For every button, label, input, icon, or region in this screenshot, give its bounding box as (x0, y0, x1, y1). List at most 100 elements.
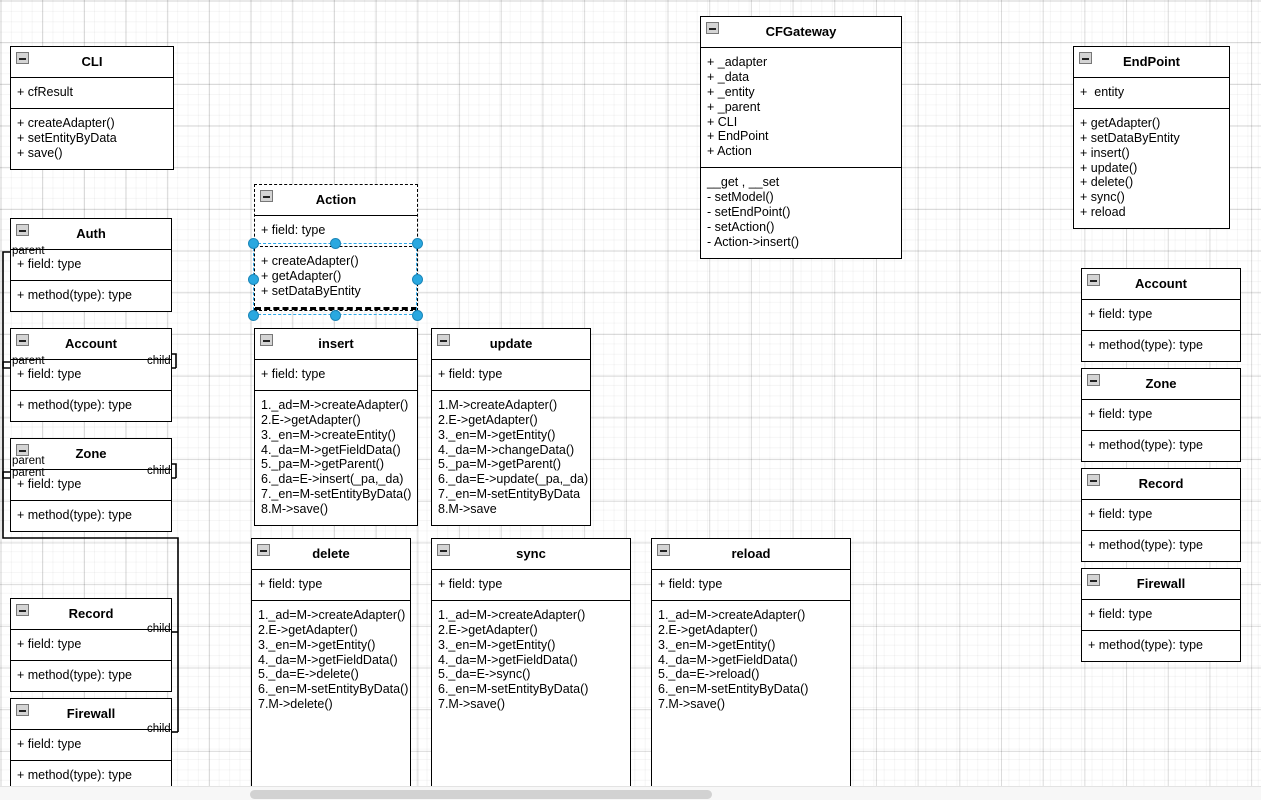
class-header-sync: sync (432, 539, 630, 570)
class-box-firewall-left[interactable]: Firewall+ field: type+ method(type): typ… (10, 698, 172, 792)
class-name: CLI (81, 54, 103, 69)
operation-line: + delete() (1080, 175, 1134, 190)
minus-collapse-icon[interactable] (16, 444, 29, 456)
minus-collapse-icon[interactable] (260, 334, 273, 346)
class-name: update (489, 336, 533, 351)
class-box-endpoint[interactable]: EndPoint+ entity+ getAdapter()+ setDataB… (1073, 46, 1230, 229)
operation-line: 3._en=M->createEntity() (261, 427, 396, 442)
horizontal-scrollbar-thumb[interactable] (250, 790, 712, 799)
class-attributes-firewall-left: + field: type (11, 730, 171, 761)
resize-handle-6[interactable] (330, 310, 341, 321)
minus-collapse-icon[interactable] (657, 544, 670, 556)
attribute-line: + field: type (17, 637, 82, 651)
edge-label-parent: parent (12, 245, 45, 257)
attribute-line: + field: type (438, 367, 503, 381)
operation-line: + method(type): type (1088, 437, 1203, 452)
minus-collapse-icon[interactable] (260, 190, 273, 202)
minus-collapse-icon[interactable] (1087, 374, 1100, 386)
class-name: CFGateway (765, 24, 837, 39)
minus-collapse-icon[interactable] (16, 224, 29, 236)
class-name: Account (1135, 276, 1187, 291)
class-name: Firewall (1136, 576, 1186, 591)
class-box-record-left[interactable]: Record+ field: type+ method(type): type (10, 598, 172, 692)
operation-line: __get , __set (707, 175, 780, 190)
minus-collapse-icon[interactable] (706, 22, 719, 34)
class-box-zone-right[interactable]: Zone+ field: type+ method(type): type (1081, 368, 1241, 462)
class-attributes-auth: + field: type (11, 250, 171, 281)
operation-line: 6._en=M-setEntityByData() (658, 682, 809, 697)
minus-collapse-icon[interactable] (16, 334, 29, 346)
class-box-auth[interactable]: Auth+ field: type+ method(type): type (10, 218, 172, 312)
class-box-cfgateway[interactable]: CFGateway+ _adapter+ _data+ _entity+ _pa… (700, 16, 902, 259)
class-operations-account-left: + method(type): type (11, 390, 171, 421)
minus-collapse-icon[interactable] (1087, 274, 1100, 286)
horizontal-scrollbar-track[interactable] (0, 786, 1261, 800)
operation-line: 6._en=M-setEntityByData() (258, 682, 409, 697)
class-box-action[interactable]: Action+ field: type+ createAdapter()+ ge… (254, 184, 418, 311)
class-header-delete: delete (252, 539, 410, 570)
class-box-firewall-right[interactable]: Firewall + field: type + method(type): typ… (1081, 568, 1241, 662)
class-box-zone-left[interactable]: Zone+ field: type+ method(type): type (10, 438, 172, 532)
operation-line: 5._da=E->delete() (258, 667, 359, 682)
class-header-zone-left: Zone (11, 439, 171, 470)
class-name: Account (65, 336, 117, 351)
class-header-endpoint: EndPoint (1074, 47, 1229, 78)
class-box-record-right[interactable]: Record+ field: type+ method(type): type (1081, 468, 1241, 562)
minus-collapse-icon[interactable] (1087, 474, 1100, 486)
operation-line: 3._en=M->getEntity() (258, 637, 376, 652)
resize-handle-0[interactable] (248, 238, 259, 249)
class-box-account-right[interactable]: Account+ field: type+ method(type): type (1081, 268, 1241, 362)
operation-line: + getAdapter() (1080, 115, 1161, 130)
operation-line: - Action->insert() (707, 234, 800, 249)
operation-line: 2.E->getAdapter() (658, 622, 758, 637)
class-attributes-zone-right: + field: type (1082, 400, 1240, 431)
operation-line: + setDataByEntity (1080, 130, 1180, 145)
operation-line: 7._en=M-setEntityByData (438, 487, 581, 502)
operation-line: + save() (17, 145, 63, 160)
attribute-line: + field: type (17, 477, 82, 491)
edge-label-child: child (147, 355, 171, 367)
resize-handle-7[interactable] (412, 310, 423, 321)
operation-line: 8.M->save (438, 502, 497, 516)
class-attributes-cli: + cfResult (11, 78, 173, 109)
class-box-account-left[interactable]: Account+ field: type+ method(type): type (10, 328, 172, 422)
resize-handle-1[interactable] (330, 238, 341, 249)
operation-line: 4._da=M->getFieldData() (658, 652, 798, 667)
minus-collapse-icon[interactable] (437, 544, 450, 556)
class-operations-firewall-right: + method(type): type (1082, 630, 1240, 661)
minus-collapse-icon[interactable] (1079, 52, 1092, 64)
class-attributes-reload: + field: type (652, 570, 850, 601)
class-attributes-insert: + field: type (255, 360, 417, 391)
class-name: Record (1138, 476, 1184, 491)
operation-line: 2.E->getAdapter() (438, 412, 538, 427)
edge-label-parent: parent (12, 467, 45, 479)
resize-handle-3[interactable] (248, 274, 259, 285)
edge-label-child: child (147, 723, 171, 735)
resize-handle-2[interactable] (412, 238, 423, 249)
class-operations-cfgateway: __get , __set- setModel()- setEndPoint()… (701, 168, 901, 258)
operation-line: + method(type): type (1088, 637, 1203, 652)
minus-collapse-icon[interactable] (16, 704, 29, 716)
class-operations-sync: 1._ad=M->createAdapter()2.E->getAdapter(… (432, 600, 630, 800)
minus-collapse-icon[interactable] (16, 52, 29, 64)
class-attributes-action: + field: type (255, 216, 417, 247)
minus-collapse-icon[interactable] (257, 544, 270, 556)
operation-line: 4._da=M->getFieldData() (261, 442, 401, 457)
class-box-cli[interactable]: CLI+ cfResult+ createAdapter()+ setEntit… (10, 46, 174, 170)
class-attributes-firewall-right: + field: type (1082, 600, 1240, 631)
resize-handle-4[interactable] (412, 274, 423, 285)
class-operations-record-left: + method(type): type (11, 660, 171, 691)
class-header-auth: Auth (11, 219, 171, 250)
resize-handle-5[interactable] (248, 310, 259, 321)
minus-collapse-icon[interactable] (1087, 574, 1100, 586)
operation-line: 4._da=M->changeData() (438, 442, 575, 457)
operation-line: 5._da=E->reload() (658, 667, 760, 682)
minus-collapse-icon[interactable] (437, 334, 450, 346)
minus-collapse-icon[interactable] (16, 604, 29, 616)
